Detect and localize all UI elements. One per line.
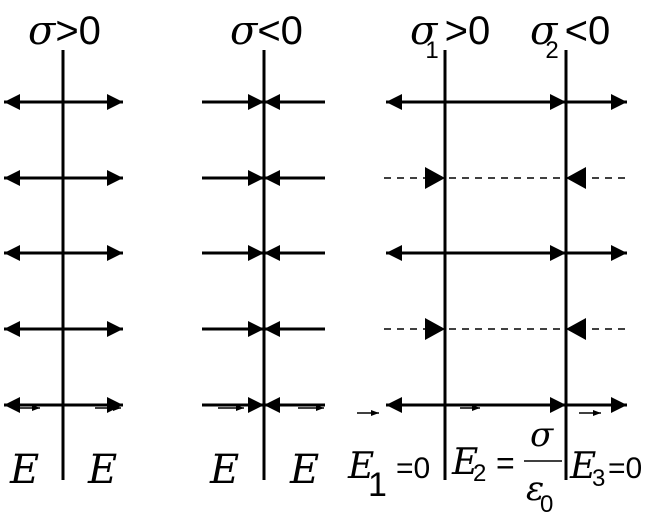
svg-text:3: 3: [592, 465, 605, 492]
arrowhead-left: [566, 318, 586, 340]
svg-text:E: E: [451, 442, 478, 483]
svg-text:E: E: [569, 446, 596, 487]
arrowhead-right: [425, 167, 445, 189]
field-label-right: E: [289, 405, 324, 493]
field-lines: [4, 94, 123, 413]
panel3-header-left: σ1>0: [410, 8, 490, 64]
svg-text:σ: σ: [530, 415, 554, 455]
field-label-e2: E 2 = σ ε 0: [451, 405, 562, 518]
svg-text:ε: ε: [526, 469, 544, 509]
panel-two-sheets: σ1>0 σ2<0 E 1: [347, 8, 642, 518]
svg-text:2: 2: [473, 460, 486, 487]
svg-text:E: E: [209, 447, 239, 493]
svg-text:1: 1: [368, 466, 387, 504]
svg-text:0: 0: [540, 491, 553, 518]
svg-text:E: E: [87, 447, 117, 493]
dashed-arrowheads: [425, 167, 586, 340]
field-lines: [202, 94, 325, 413]
arrowhead-left: [566, 167, 586, 189]
field-label-e3: E 3 =0: [569, 410, 642, 492]
arrowhead-right: [425, 318, 445, 340]
field-label-e1: E 1 =0: [347, 410, 430, 504]
field-label-left: E: [9, 405, 40, 493]
svg-text:E: E: [289, 447, 319, 493]
field-label-right: E: [87, 405, 121, 493]
panel-negative-sheet: σ<0 E E: [202, 8, 325, 493]
svg-text:=0: =0: [396, 452, 430, 485]
panel-positive-sheet: σ>0 E E: [4, 8, 123, 493]
field-label-left: E: [209, 405, 244, 493]
svg-text:=: =: [496, 445, 515, 481]
svg-text:E: E: [9, 447, 39, 493]
svg-text:E: E: [347, 446, 374, 487]
panel2-header: σ<0: [230, 8, 303, 54]
panel1-header: σ>0: [28, 8, 101, 54]
svg-text:=0: =0: [608, 452, 642, 485]
field-lines-solid: [386, 94, 627, 413]
panel3-header-right: σ2<0: [530, 8, 610, 64]
